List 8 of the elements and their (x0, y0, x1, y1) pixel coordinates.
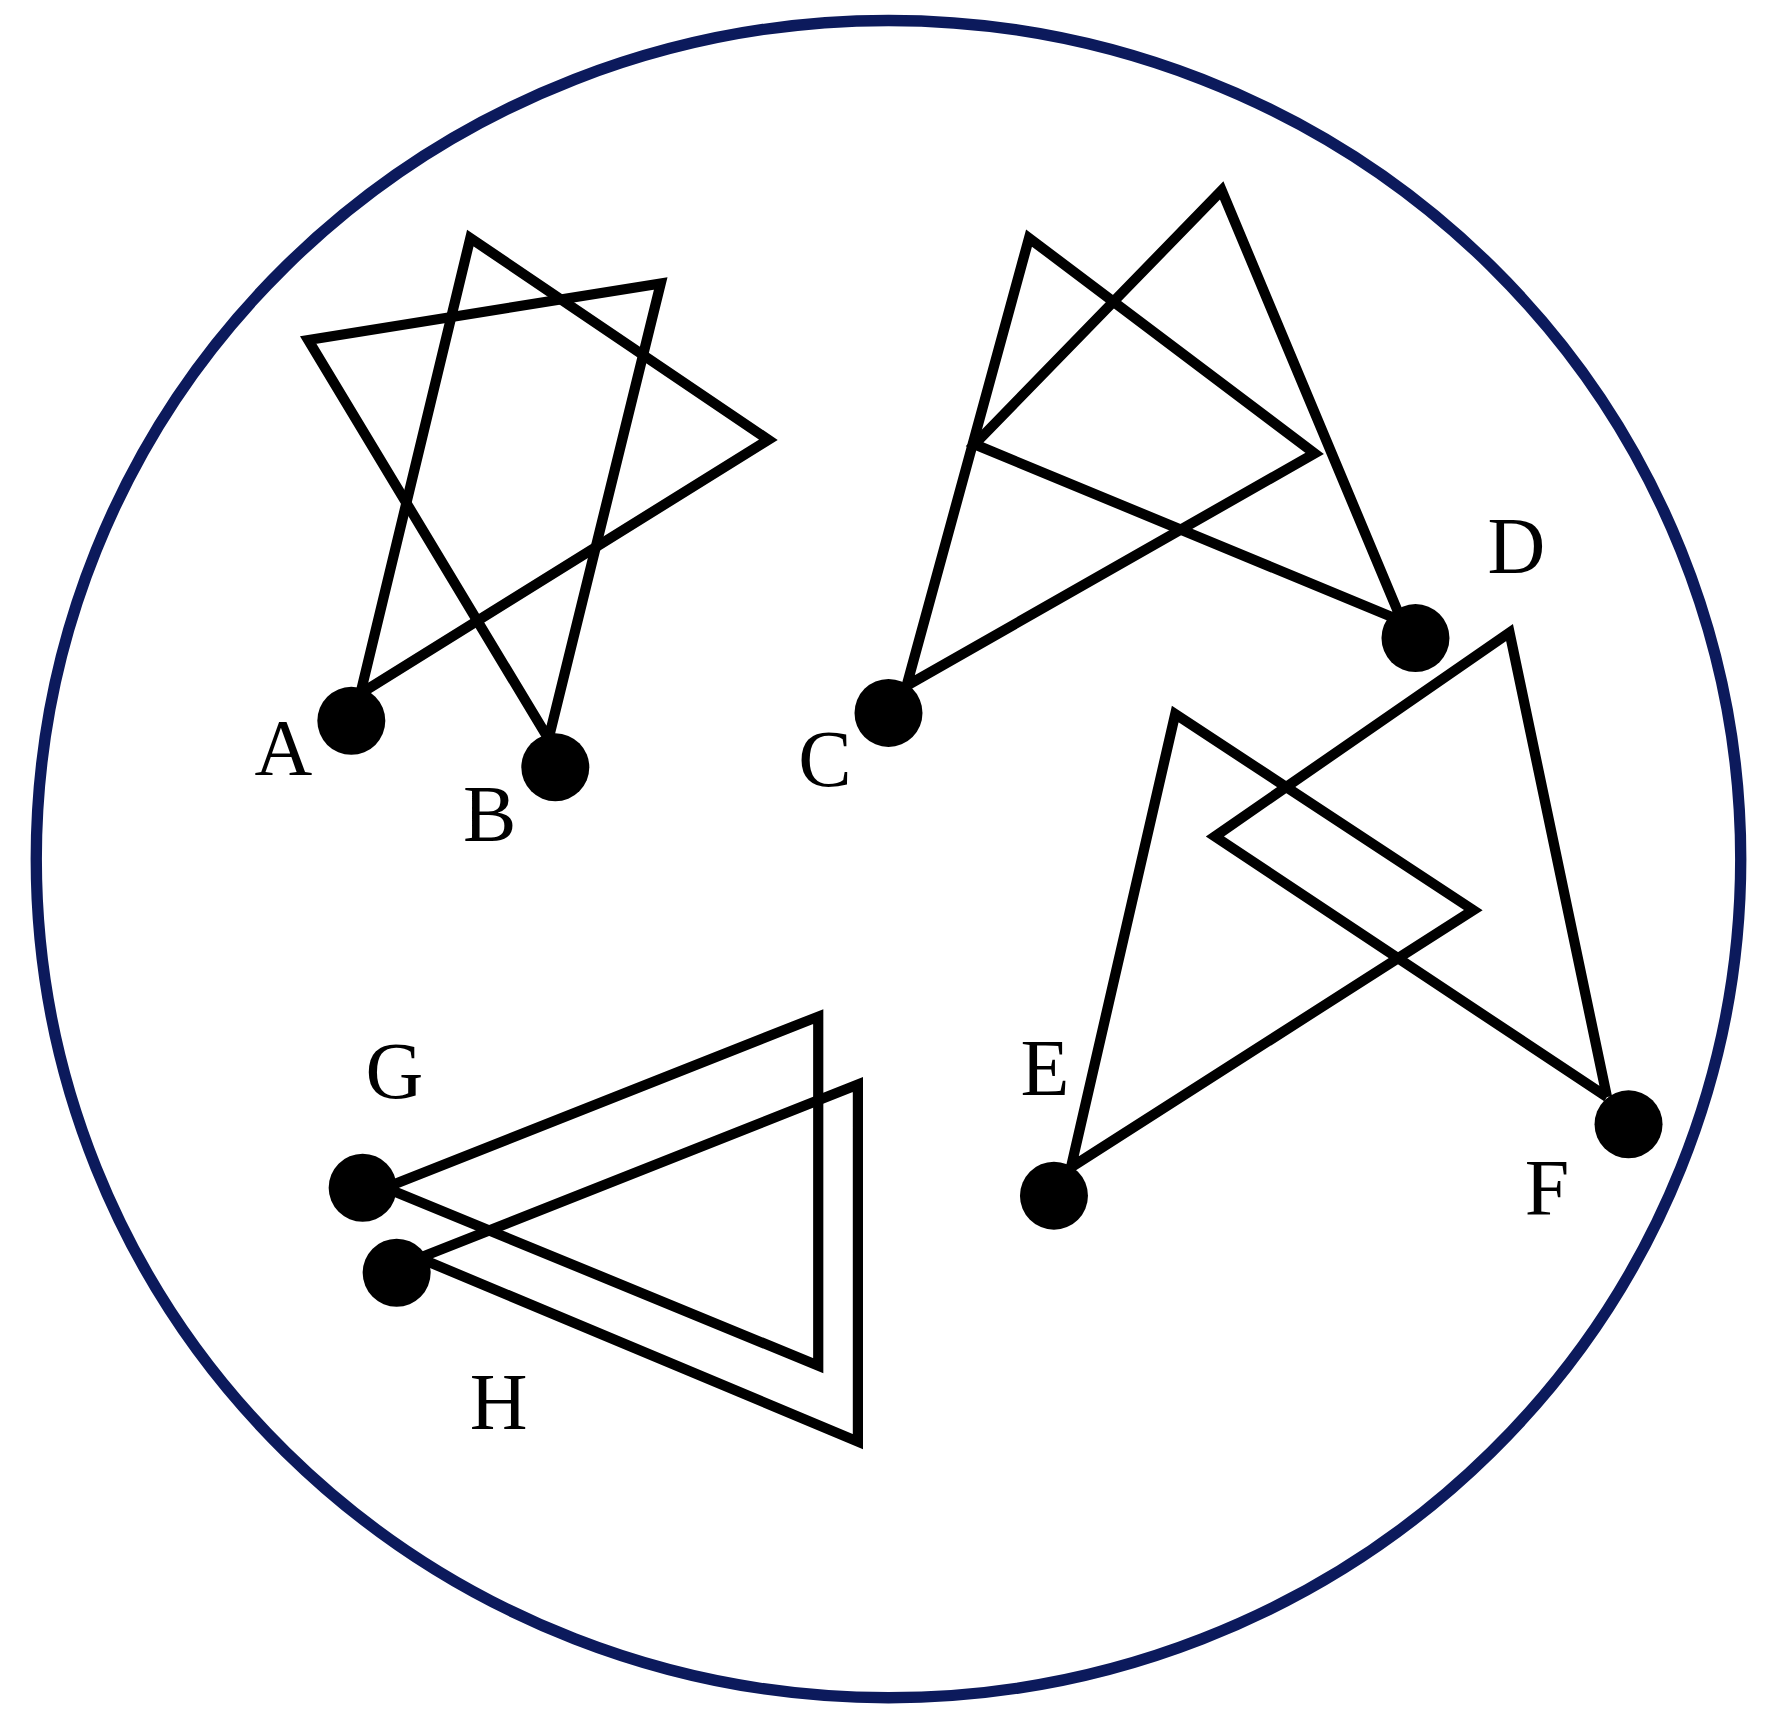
endpoint-label: G (365, 1031, 424, 1112)
endpoint-label: D (1487, 506, 1546, 587)
endpoint-label: H (469, 1362, 528, 1442)
endpoint-label: A (254, 708, 313, 788)
endpoint-label: F (1524, 1147, 1570, 1228)
endpoint-label: B (462, 773, 517, 854)
endpoint-label: C (798, 719, 852, 800)
endpoint-label: E (1020, 1027, 1070, 1108)
